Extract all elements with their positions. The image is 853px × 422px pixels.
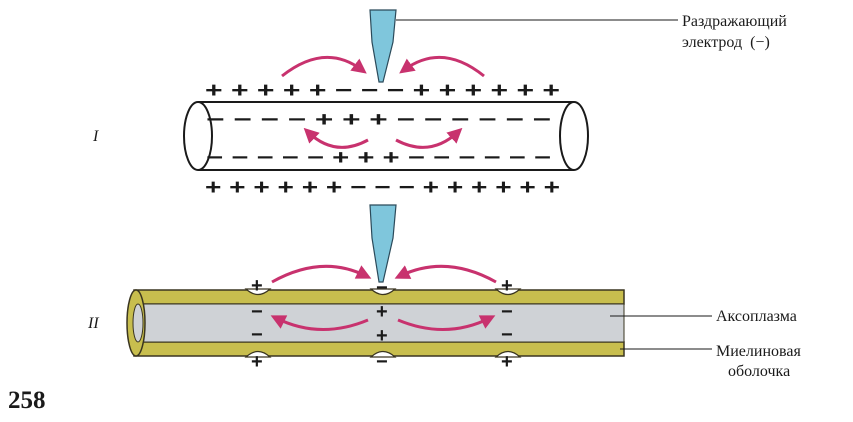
node3-inner-top-sign: − xyxy=(501,301,513,323)
electrode-label-line1: Раздражающий xyxy=(682,13,787,30)
saltatory-arrow-inner-right xyxy=(397,315,496,331)
node1-outer-top-sign: + xyxy=(251,275,263,297)
fiber-cylinder xyxy=(198,101,574,171)
current-arrow-outer-right xyxy=(399,56,485,78)
current-arrow-inner-left xyxy=(303,127,369,149)
saltatory-arrow-inner-left xyxy=(270,315,369,331)
charge-row-bottom-outer: + + + + + + − − − + + + + + + xyxy=(205,176,560,199)
figure-two: + − − + − + + − + − − + II xyxy=(87,204,712,373)
node3-outer-bottom-sign: + xyxy=(501,351,513,373)
node2-inner-top-sign: + xyxy=(376,301,388,323)
node2-outer-top-sign: − xyxy=(376,277,388,299)
myelin-label-line2: оболочка xyxy=(728,363,790,380)
electrode-one xyxy=(369,9,397,83)
fiber-end-axoplasm xyxy=(132,303,144,343)
axoplasm-label: Аксоплазма xyxy=(716,308,797,325)
current-arrow-inner-right xyxy=(395,127,463,149)
figure-one-label: I xyxy=(92,128,99,145)
myelin-label-line1: Миелиновая xyxy=(716,343,801,360)
node1-inner-top-sign: − xyxy=(251,301,263,323)
page-number: 258 xyxy=(8,387,46,414)
ranvier-node-2 xyxy=(369,288,397,358)
node3-inner-bottom-sign: − xyxy=(501,324,513,346)
ranvier-node-3 xyxy=(494,288,522,358)
ranvier-node-1 xyxy=(244,288,272,358)
saltatory-arrow-outer-right xyxy=(394,264,497,284)
saltatory-arrow-outer-left xyxy=(271,264,372,284)
electrode-two xyxy=(369,204,397,283)
fiber-end-right xyxy=(559,101,589,171)
node1-inner-bottom-sign: − xyxy=(251,324,263,346)
charge-row-top-inner: − − − − + + + − − − − − − xyxy=(206,109,551,131)
current-arrow-outer-left xyxy=(281,56,367,78)
figure-two-label: II xyxy=(87,315,99,332)
node3-outer-top-sign: + xyxy=(501,275,513,297)
node2-outer-bottom-sign: − xyxy=(376,351,388,373)
node1-outer-bottom-sign: + xyxy=(251,351,263,373)
charge-row-top-outer: + + + + + − − − + + + + + + xyxy=(205,79,560,102)
figure-one: + + + + + − − − + + + + + + − − − − + + … xyxy=(92,9,678,199)
axoplasm-core xyxy=(139,303,625,343)
charge-row-bottom-inner: − − − − − + + + − − − − − − xyxy=(206,147,551,169)
fiber-end-left xyxy=(183,101,213,171)
electrode-label-line2: электрод (−) xyxy=(682,34,770,51)
node2-inner-bottom-sign: + xyxy=(376,325,388,347)
